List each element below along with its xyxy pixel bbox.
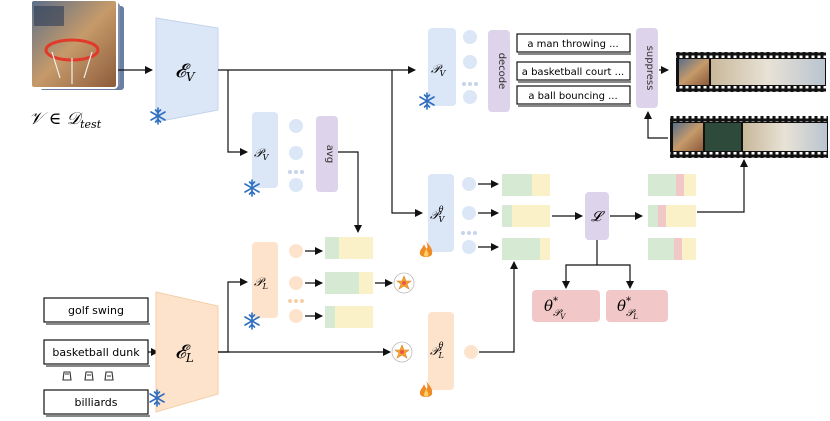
- output-filmstrip-top: [676, 52, 826, 92]
- text-encoder: 𝓔L: [155, 291, 219, 413]
- caption-list: a man throwing ... a basketball court ..…: [516, 33, 631, 107]
- svg-text:avg: avg: [324, 145, 335, 163]
- svg-text:a man throwing ...: a man throwing ...: [527, 39, 618, 50]
- output-score-bar: [648, 205, 696, 227]
- token-column-trainable: [461, 177, 477, 254]
- svg-text:a basketball court ...: a basketball court ...: [522, 67, 624, 78]
- class-prompt-list: golf swing basketball dunk billiards: [43, 297, 150, 417]
- input-video-stack: [30, 0, 124, 90]
- input-video-label: 𝒱 ∈ 𝒟test: [29, 109, 102, 131]
- edge-loss-to-theta: [565, 240, 631, 286]
- output-filmstrip-bottom: [670, 116, 828, 158]
- output-score-bar: [648, 174, 696, 196]
- proj-l: 𝒫L: [252, 242, 278, 318]
- caption-box: [516, 33, 631, 53]
- loss-block: 𝓛: [585, 192, 609, 240]
- score-bar: [502, 174, 550, 196]
- edge-ev-to-pv-mid: [227, 70, 248, 156]
- decode-block: decode: [488, 30, 510, 112]
- prompt-box: [43, 297, 149, 323]
- svg-text:θ*𝒫L: θ*𝒫L: [617, 296, 638, 321]
- theta-l-output: θ*𝒫L: [606, 290, 668, 322]
- edge-output-to-video: [697, 159, 748, 213]
- score-bar: [502, 205, 550, 227]
- token-column-mid: [288, 119, 304, 192]
- svg-text:𝒫θL: 𝒫θL: [430, 341, 444, 360]
- svg-text:suppress: suppress: [644, 46, 655, 91]
- caption-box: [516, 61, 631, 81]
- edge-video-to-suppress: [644, 111, 668, 139]
- svg-text:a ball bouncing ...: a ball bouncing ...: [528, 91, 617, 102]
- prompt-box: [43, 339, 149, 365]
- sim-bar: [325, 237, 373, 259]
- edge-ev-to-pv-trainable: [391, 70, 423, 217]
- proj-v-mid: 𝒫V: [252, 112, 278, 188]
- edge-el-to-pl: [218, 278, 248, 353]
- output-score-bar: [648, 238, 696, 260]
- token-l-trainable: [464, 345, 478, 359]
- video-encoder: 𝓔V: [155, 17, 219, 123]
- bin-icons: [62, 371, 114, 381]
- suppress-block: suppress: [636, 28, 658, 108]
- sparkle-burst-icon: [393, 272, 415, 294]
- svg-text:billiards: billiards: [75, 396, 118, 409]
- sim-bar: [325, 272, 373, 294]
- caption-box: [516, 85, 631, 105]
- sparkle-burst-icon: [391, 341, 413, 363]
- prompt-box: [43, 389, 149, 415]
- theta-v-output: θ*𝒫V: [532, 290, 600, 322]
- score-bar: [502, 238, 550, 260]
- svg-text:decode: decode: [496, 53, 507, 90]
- svg-text:basketball dunk: basketball dunk: [52, 346, 140, 359]
- svg-text:golf swing: golf swing: [68, 304, 124, 317]
- proj-v-top: 𝒫V: [428, 28, 456, 106]
- edge-pl-to-scores: [479, 261, 518, 353]
- svg-text:θ*𝒫V: θ*𝒫V: [544, 296, 566, 321]
- avg-block: avg: [316, 116, 338, 192]
- edge-avg-to-sim: [338, 151, 362, 233]
- sim-bar: [325, 306, 373, 328]
- token-column-top: [462, 30, 478, 104]
- svg-text:𝒫θV: 𝒫θV: [430, 205, 445, 224]
- token-column-l: [288, 244, 304, 323]
